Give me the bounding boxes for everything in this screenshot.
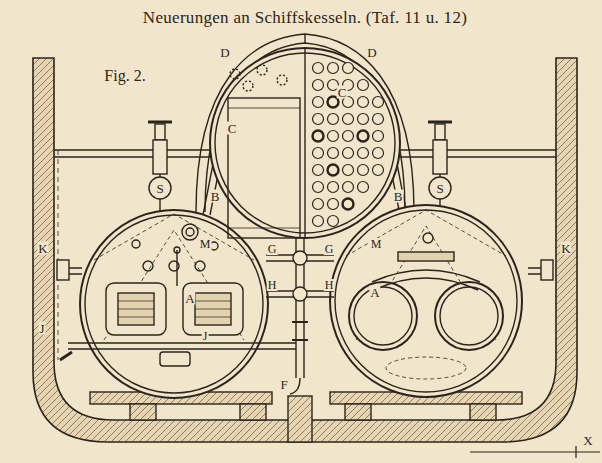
part-letter: H [324, 279, 335, 291]
part-letter: S [435, 182, 444, 195]
part-letter: A [184, 292, 195, 305]
part-letter: D [219, 46, 230, 59]
part-letter: G [324, 243, 335, 255]
part-letter: K [560, 242, 571, 255]
part-letter: J [38, 322, 45, 335]
part-letter: B [393, 190, 404, 203]
part-letter: C [227, 122, 238, 135]
part-letter: B [210, 190, 221, 203]
part-letter: M [199, 238, 212, 250]
plate-title: Neuerungen an Schiffskesseln. (Taf. 11 u… [142, 9, 468, 26]
part-letter: H [267, 279, 278, 291]
part-letter: D [366, 46, 377, 59]
part-letter: A [369, 286, 380, 299]
part-letter: G [267, 243, 278, 255]
part-letter: J [202, 330, 209, 342]
part-letter: X [582, 434, 593, 447]
part-letter: S [155, 182, 164, 195]
part-letter: M [370, 238, 383, 250]
part-letter: C [337, 86, 348, 99]
part-letter: K [37, 242, 48, 255]
figure-number: Fig. 2. [103, 68, 146, 84]
part-letter: F [279, 378, 288, 391]
